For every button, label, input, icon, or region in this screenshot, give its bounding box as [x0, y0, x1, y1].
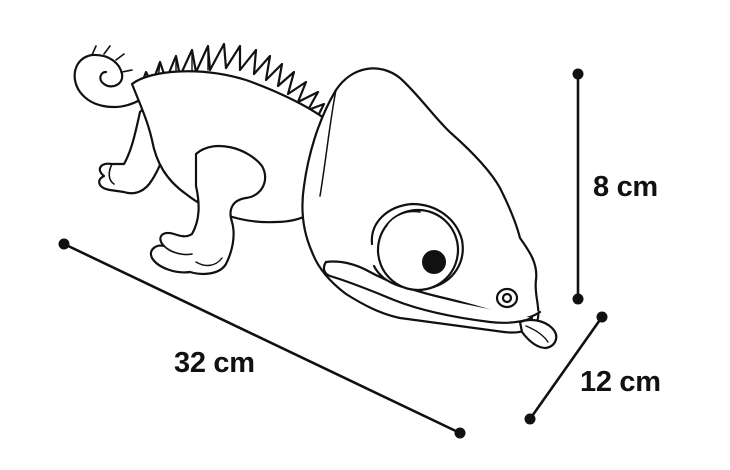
- width-label: 12 cm: [580, 366, 661, 398]
- width-dimension-line: [524, 311, 608, 425]
- length-dimension-line: [58, 238, 466, 439]
- chameleon-mouth: [322, 260, 542, 324]
- chameleon-front-leg: [149, 145, 267, 275]
- chameleon-tail: [73, 45, 142, 108]
- chameleon-tongue: [518, 318, 558, 350]
- chameleon-head: [301, 67, 540, 334]
- chameleon-pupil: [422, 250, 446, 274]
- length-label: 32 cm: [174, 347, 255, 379]
- chameleon-eye: [370, 202, 464, 292]
- height-dimension-line: [572, 68, 584, 305]
- height-label: 8 cm: [593, 171, 658, 203]
- chameleon-nostril: [495, 287, 519, 309]
